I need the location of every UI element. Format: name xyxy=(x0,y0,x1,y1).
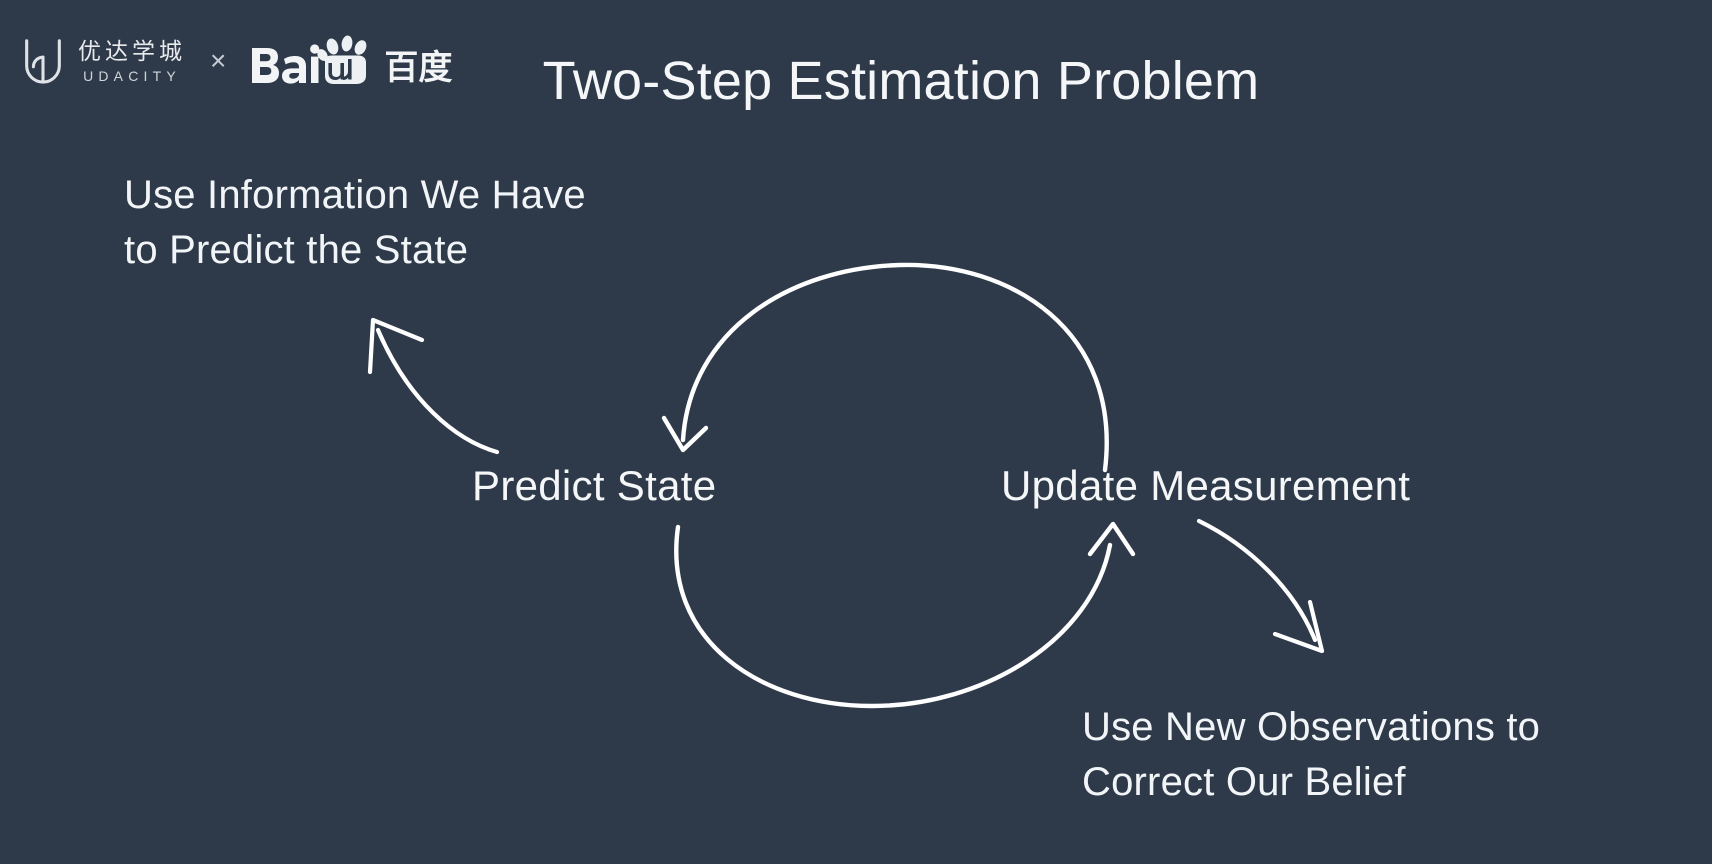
page-title: Two-Step Estimation Problem xyxy=(542,51,1260,111)
cycle-arrow-top-update-to-predict xyxy=(661,262,1109,473)
udacity-u-mark-icon xyxy=(25,39,61,84)
baidu-chinese-name: 百度 xyxy=(384,49,453,87)
node-label-update-measurement: Update Measurement xyxy=(1001,462,1411,509)
udacity-chinese-name: 优达学城 xyxy=(78,37,186,64)
annotation-update-measurement: Use New Observations to Correct Our Beli… xyxy=(1082,700,1540,810)
brand-logo-bar: 优达学城 UDACITY × xyxy=(22,30,452,92)
annotation-predict-state: Use Information We Have to Predict the S… xyxy=(124,168,586,278)
baidu-logo: 百度 xyxy=(250,35,452,87)
cycle-arrow-bottom-predict-to-update xyxy=(674,521,1136,709)
annotation-predict-state-text: Use Information We Have to Predict the S… xyxy=(124,173,586,273)
callout-arrow-predict-annotation xyxy=(367,317,500,455)
callout-arrow-update-annotation xyxy=(1196,518,1325,654)
annotation-update-measurement-text: Use New Observations to Correct Our Beli… xyxy=(1082,705,1541,805)
node-label-predict-state: Predict State xyxy=(472,462,717,509)
udacity-wordmark: 优达学城 UDACITY xyxy=(78,37,186,84)
baidu-paw-wordmark-icon xyxy=(252,35,367,84)
udacity-logo: 优达学城 UDACITY xyxy=(22,37,186,85)
udacity-latin-name: UDACITY xyxy=(83,67,181,84)
brand-separator-x: × xyxy=(210,45,227,76)
